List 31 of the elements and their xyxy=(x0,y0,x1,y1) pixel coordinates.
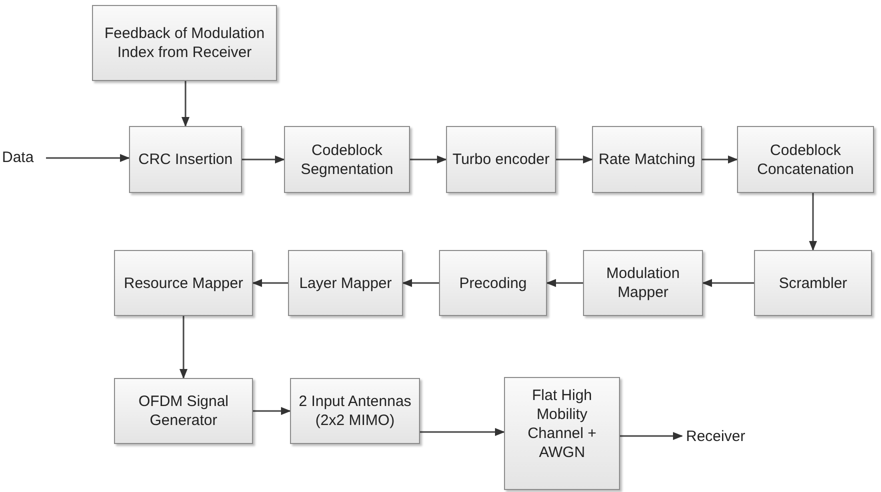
arrow xyxy=(182,81,190,127)
process-box: Scrambler xyxy=(754,250,872,316)
arrow xyxy=(252,279,288,287)
process-box: Precoding xyxy=(439,250,547,316)
arrow xyxy=(702,279,754,287)
terminal-label: Receiver xyxy=(686,426,762,448)
process-box: Rate Matching xyxy=(592,126,702,193)
process-box: Modulation Mapper xyxy=(583,250,703,316)
arrow xyxy=(46,154,130,162)
arrow xyxy=(402,279,439,287)
process-box: Resource Mapper xyxy=(114,250,253,316)
process-box: CRC Insertion xyxy=(129,126,242,193)
process-box: Codeblock Concatenation xyxy=(737,126,874,193)
arrow xyxy=(546,279,583,287)
arrow xyxy=(410,156,447,164)
arrow xyxy=(556,156,593,164)
arrow xyxy=(702,156,738,164)
arrow xyxy=(420,428,505,436)
arrow xyxy=(242,156,285,164)
process-box: Layer Mapper xyxy=(288,250,403,316)
arrow xyxy=(180,316,188,379)
process-box: OFDM Signal Generator xyxy=(114,378,253,444)
process-box: Turbo encoder xyxy=(446,126,556,193)
terminal-label: Data xyxy=(2,148,42,168)
arrow xyxy=(253,407,291,415)
process-box: Flat High Mobility Channel + AWGN xyxy=(504,377,620,490)
process-box: Codeblock Segmentation xyxy=(284,126,410,193)
arrow xyxy=(620,432,683,440)
process-box: 2 Input Antennas (2x2 MIMO) xyxy=(290,378,420,444)
arrow xyxy=(809,193,817,251)
process-box: Feedback of Modulation Index from Receiver xyxy=(92,5,277,81)
